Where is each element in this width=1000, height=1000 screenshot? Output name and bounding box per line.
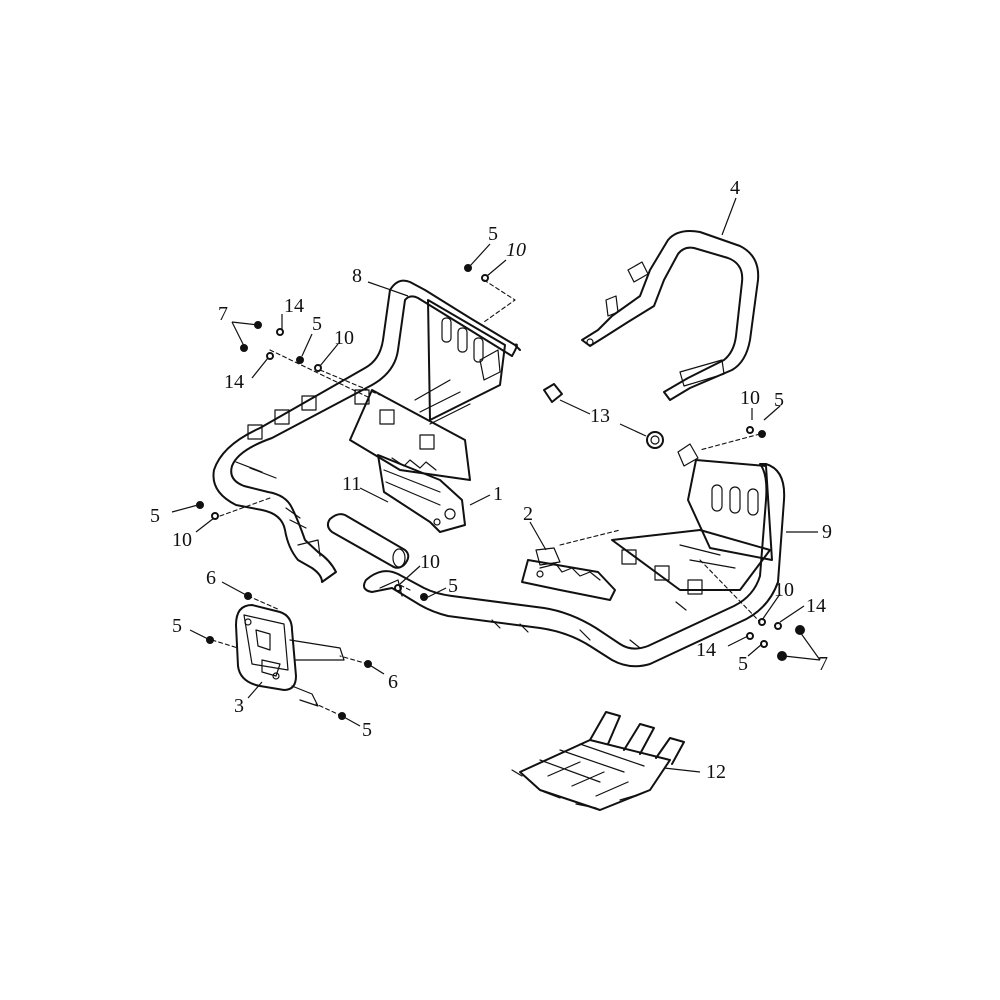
left-nerf-bar-part-8: [212, 279, 521, 583]
label-13: 13: [590, 405, 610, 427]
label-5-top: 5: [488, 223, 498, 245]
label-2: 2: [523, 503, 533, 525]
label-5-upper-left: 5: [312, 313, 322, 335]
label-14-right-top: 14: [806, 595, 826, 617]
fasteners: [196, 264, 805, 720]
tube-part-11: [326, 513, 410, 569]
label-10-right-top: 10: [740, 387, 760, 409]
left-mounting-bracket-part-1: [377, 454, 466, 533]
grab-bar-part-4: [581, 230, 760, 401]
label-5-front-left: 5: [172, 615, 182, 637]
label-5-left: 5: [150, 505, 160, 527]
label-10-center: 10: [420, 551, 440, 573]
label-12: 12: [706, 761, 726, 783]
label-3: 3: [234, 695, 244, 717]
label-1: 1: [493, 483, 503, 505]
label-5-right-bottom: 5: [738, 653, 748, 675]
label-7-right: 7: [818, 653, 828, 675]
label-5-right-top: 5: [774, 389, 784, 411]
front-guard-part-3: [235, 604, 345, 707]
right-nerf-bar-part-9: [363, 443, 786, 668]
label-14-right-bottom: 14: [696, 639, 716, 661]
skid-plate-part-12: [511, 711, 685, 811]
right-mounting-bracket-part-2: [521, 547, 616, 601]
label-7-left: 7: [218, 303, 228, 325]
label-8: 8: [352, 265, 362, 287]
bushing-part-13: [543, 383, 664, 449]
label-6-right: 6: [388, 671, 398, 693]
label-5-center: 5: [448, 575, 458, 597]
label-10-upper-left: 10: [334, 327, 354, 349]
label-5-front-bottom: 5: [362, 719, 372, 741]
label-14-upper-left: 14: [284, 295, 304, 317]
label-11: 11: [342, 473, 361, 495]
label-10-top: 10: [506, 239, 526, 261]
label-10-left: 10: [172, 529, 192, 551]
label-4: 4: [730, 177, 740, 199]
label-9: 9: [822, 521, 832, 543]
label-14-lower-left: 14: [224, 371, 244, 393]
part-labels: 1 2 3 4 5 10 8 7 14 5 10 14 13 10 5 11 9…: [150, 177, 832, 783]
label-10-right-bottom: 10: [774, 579, 794, 601]
label-6-top: 6: [206, 567, 216, 589]
leader-lines: [171, 197, 821, 773]
